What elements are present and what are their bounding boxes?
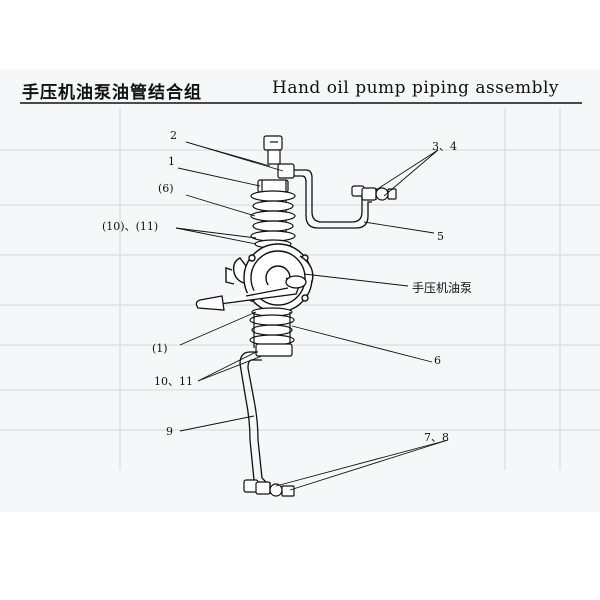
callout-10-11-paren: (10)、(11)	[102, 220, 158, 233]
callout-6-paren: (6)	[158, 182, 174, 195]
callout-1-paren: (1)	[152, 342, 168, 355]
callout-10-11: 10、11	[154, 375, 193, 388]
title-english: Hand oil pump piping assembly	[272, 78, 560, 98]
upper-valve-stack	[250, 179, 296, 249]
upper-banjo-fitting	[351, 185, 397, 201]
callout-6: 6	[434, 354, 441, 367]
callout-hand-oil-pump: 手压机油泵	[412, 281, 472, 295]
callout-2: 2	[170, 129, 177, 142]
lower-oil-pipe	[239, 351, 267, 487]
title-chinese: 手压机油泵油管结合组	[22, 83, 202, 103]
pump-lever-handle	[195, 275, 307, 311]
callout-labels: 2 1 (6) (10)、(11) 3、4 5 手压机油泵 (1) 6 10、1…	[102, 129, 472, 444]
callout-9: 9	[166, 425, 173, 438]
top-union-nut	[263, 135, 295, 179]
leader-lines	[175, 141, 449, 491]
lower-valve-stack	[249, 307, 295, 357]
callout-7-8: 7、8	[424, 431, 449, 444]
callout-1: 1	[168, 155, 175, 168]
callout-5: 5	[437, 230, 444, 243]
callout-3-4: 3、4	[432, 140, 457, 153]
upper-oil-pipe	[292, 169, 372, 229]
lower-banjo-fitting	[243, 479, 295, 497]
